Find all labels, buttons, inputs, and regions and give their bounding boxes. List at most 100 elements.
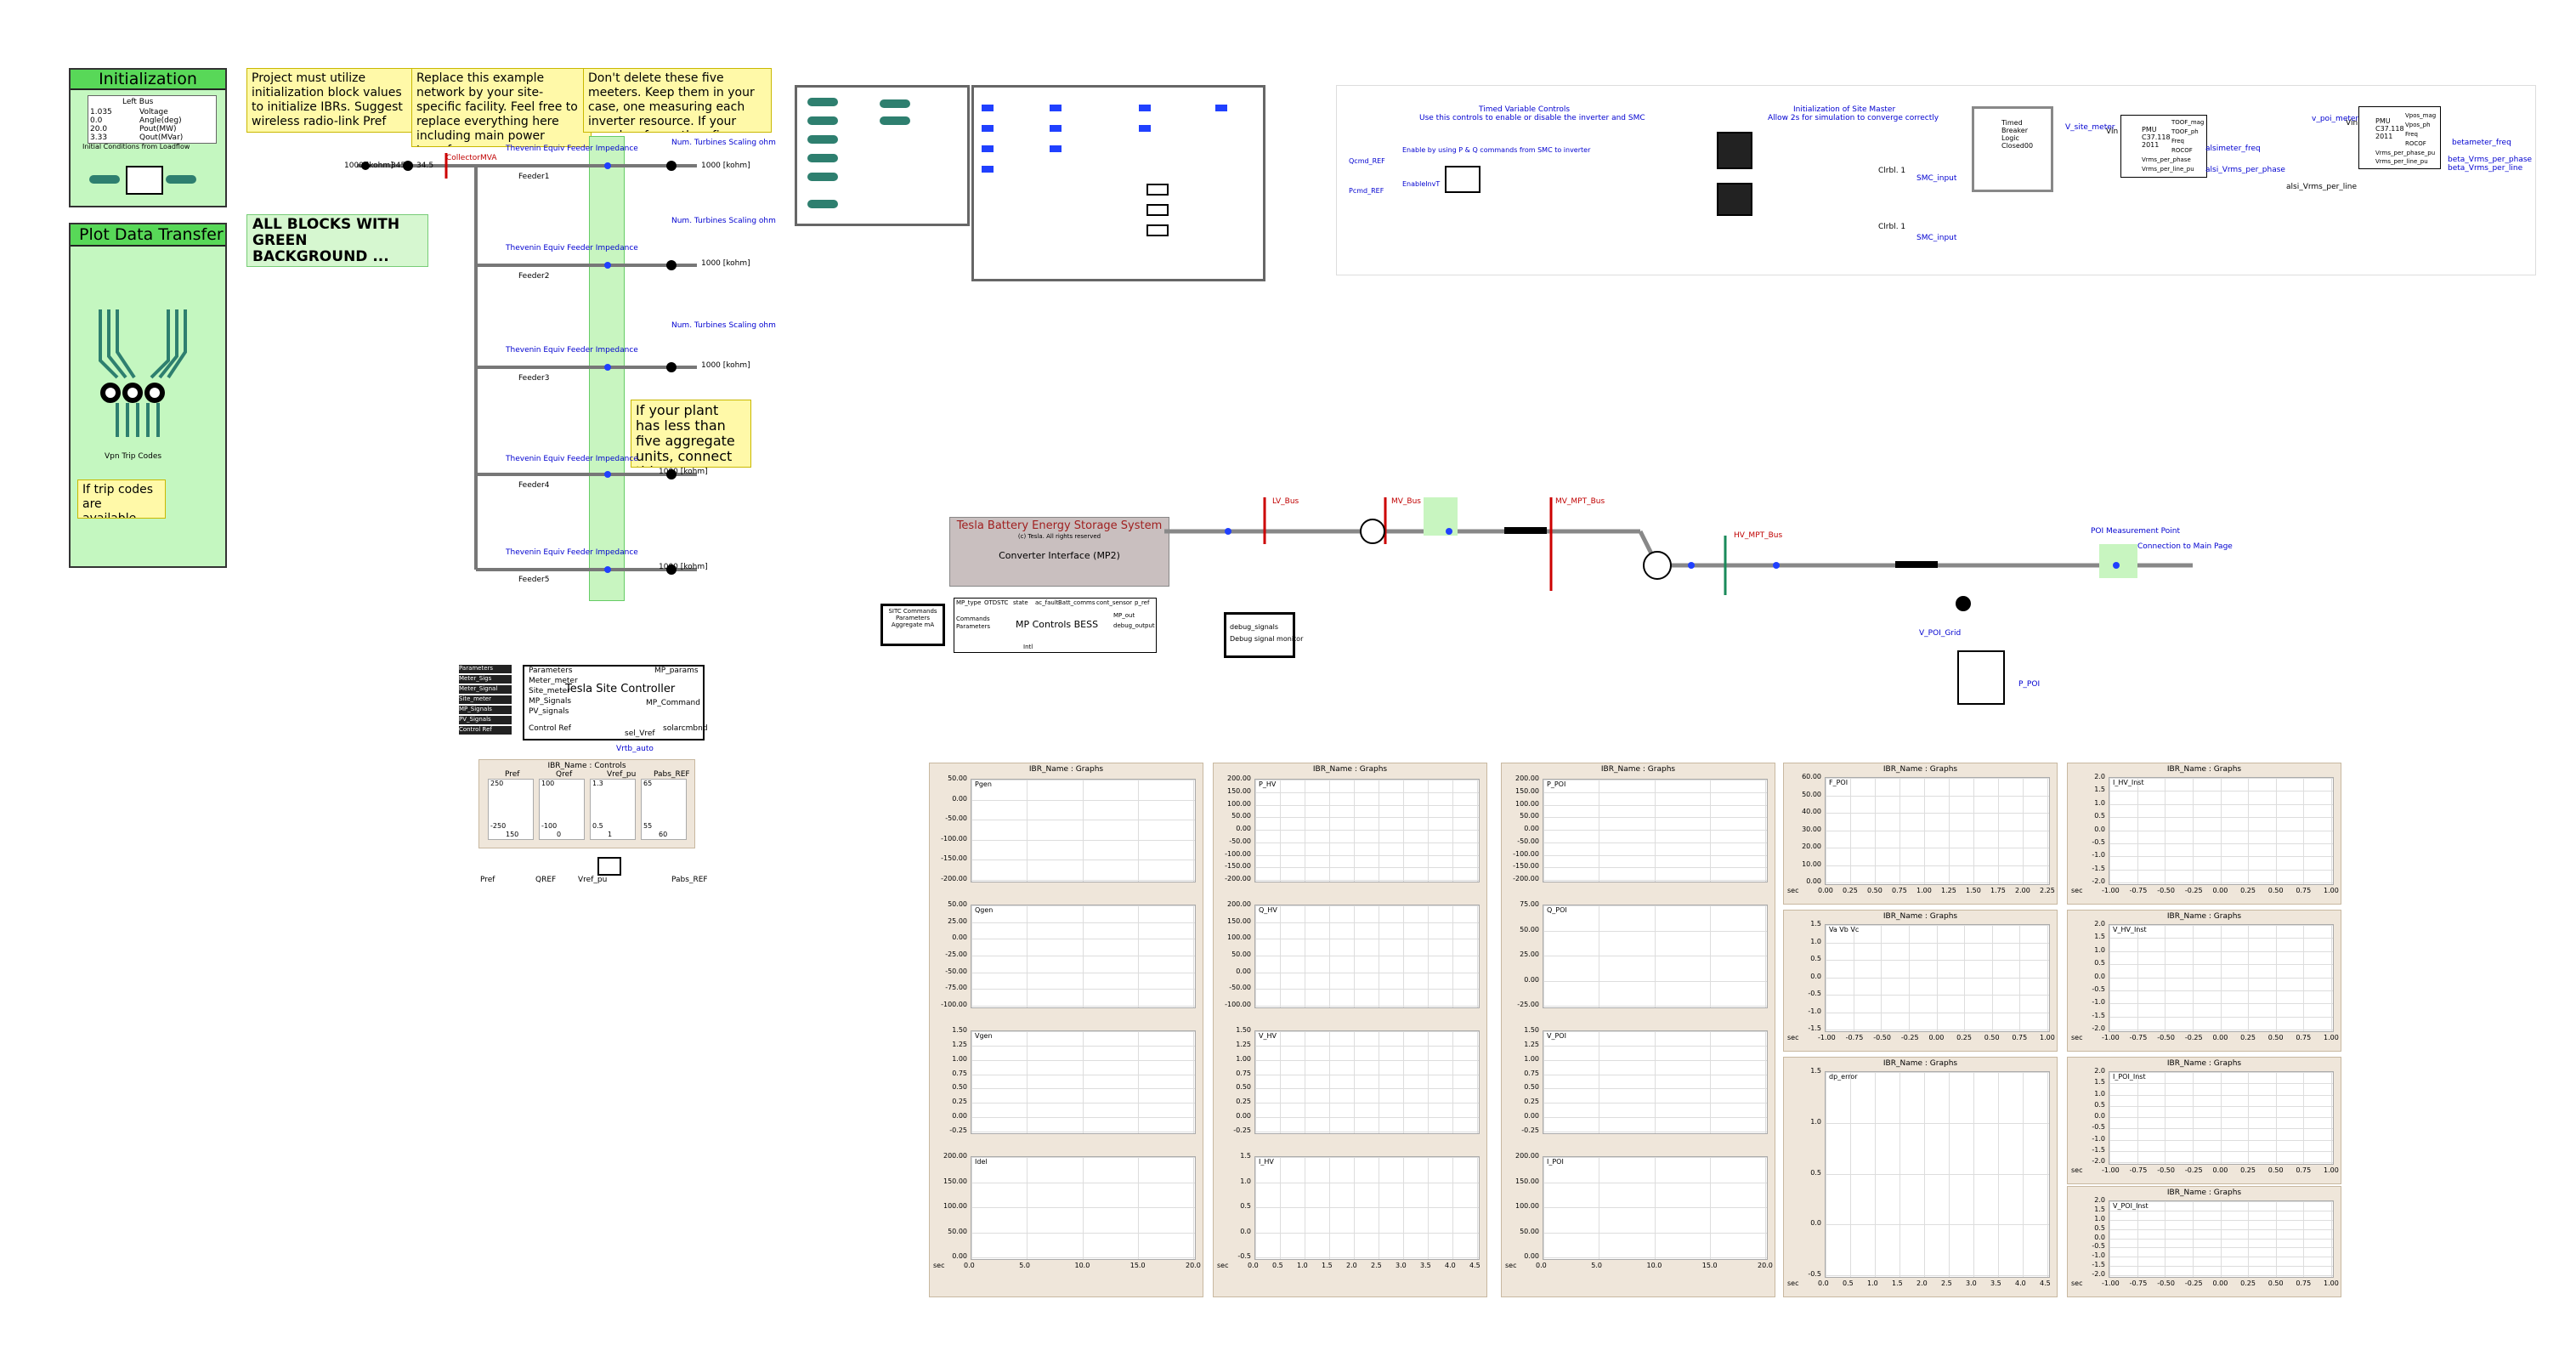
init-component-icon[interactable] — [166, 175, 196, 184]
graph-subplot[interactable]: Idel — [971, 1156, 1196, 1260]
grid-line — [1428, 1031, 1429, 1133]
slider-value: 0 — [557, 831, 562, 838]
grid-line — [2109, 843, 2333, 844]
input-tag[interactable]: Site_meter — [459, 695, 512, 704]
graph-subplot[interactable]: Q_POI — [1543, 905, 1768, 1008]
logic-block-1[interactable] — [1717, 132, 1752, 169]
grid-line — [1543, 1088, 1767, 1090]
y-tick-label: 20.00 — [1802, 843, 1821, 850]
debug-monitor-block[interactable]: debug_signals Debug signal monitor — [1224, 612, 1303, 658]
y-tick-label: 0.50 — [952, 1083, 967, 1092]
y-tick-label: -100.00 — [941, 1001, 967, 1008]
graph-subplot[interactable]: dp_error — [1825, 1071, 2050, 1278]
site-controller-block[interactable] — [523, 665, 705, 740]
y-tick-label: -1.0 — [2092, 851, 2105, 860]
v-poi-grid-label: V_POI_Grid — [1919, 629, 1962, 638]
graph-subplot[interactable]: I_HV — [1254, 1156, 1480, 1260]
graph-subplot[interactable]: Va Vb Vc — [1825, 924, 2050, 1032]
graph-subplot[interactable]: Vgen — [971, 1030, 1196, 1134]
feeder-name: Feeder3 — [518, 374, 550, 383]
qcmd-label: Qcmd_REF — [1349, 157, 1385, 165]
enable-block[interactable] — [1445, 166, 1480, 193]
control-ref-tag[interactable]: Control Ref — [459, 726, 512, 735]
initialization-panel[interactable]: Initialization Left Bus 1.035 Voltage 0.… — [69, 68, 227, 207]
vref-block[interactable] — [597, 857, 621, 876]
timed-breaker-block[interactable] — [1972, 106, 2053, 192]
pmu-output: TOOF_ph — [2171, 128, 2199, 135]
poi-meter-block[interactable] — [1957, 650, 2005, 705]
input-tag[interactable]: PV_Signals — [459, 716, 512, 724]
x-tick-label: 0.75 — [2296, 887, 2312, 894]
graph-subplot[interactable]: Q_HV — [1254, 905, 1480, 1008]
x-tick-label: 1.00 — [2324, 887, 2339, 894]
graph-subplot[interactable]: V_POI — [1543, 1030, 1768, 1134]
grid-line — [2109, 817, 2333, 819]
y-tick-label: 1.0 — [2094, 798, 2105, 807]
graph-subplot[interactable]: F_POI — [1825, 777, 2050, 885]
slider-pref[interactable]: 250 -250 150 — [488, 779, 534, 840]
bess-controls-block[interactable] — [954, 598, 1157, 653]
component-box-2[interactable] — [971, 85, 1265, 281]
grid-line — [1543, 804, 1767, 806]
graph-subplot[interactable]: I_POI_Inst — [2109, 1071, 2334, 1165]
graph-subplot[interactable]: P_POI — [1543, 779, 1768, 882]
pmu-block-2[interactable] — [2358, 106, 2441, 169]
x-tick-label: -0.75 — [2129, 887, 2148, 894]
collector-label: CollectorMVA — [446, 154, 497, 162]
logic-block-2[interactable] — [1717, 183, 1752, 216]
y-tick-label: -25.00 — [1517, 1001, 1539, 1008]
x-tick-label: 0.0 — [1818, 1279, 1829, 1287]
x-tick-label: -1.00 — [2102, 1279, 2120, 1287]
controls-panel[interactable]: IBR_Name : Controls Pref Qref Vref_pu Pa… — [478, 759, 695, 848]
controls-panel-title: IBR_Name : Controls — [547, 762, 626, 770]
input-tag[interactable]: Parameters — [459, 665, 512, 673]
grid-line — [1964, 925, 1966, 1031]
y-tick-label: 1.25 — [1236, 1040, 1251, 1048]
init-component-icon[interactable] — [89, 175, 120, 184]
x-tick-label: 0.25 — [2240, 1166, 2256, 1174]
y-tick-label: -50.00 — [945, 967, 967, 975]
y-tick-label: 150.00 — [1515, 786, 1539, 795]
graph-subplot[interactable]: P_HV — [1254, 779, 1480, 882]
graph-subplot[interactable]: V_POI_Inst — [2109, 1200, 2334, 1278]
graph-subplot[interactable]: I_POI — [1543, 1156, 1768, 1260]
pmu-output: ROCOF — [2405, 140, 2426, 147]
slider-qref[interactable]: 100 -100 0 — [539, 779, 585, 840]
input-tag[interactable]: Meter_Signal — [459, 685, 512, 694]
input-tag[interactable]: MP_Signals — [459, 706, 512, 714]
site-commands-block[interactable]: SITC Commands Parameters Aggregate mA — [880, 604, 945, 646]
init-block[interactable] — [126, 166, 163, 195]
graph-subplot[interactable]: V_HV — [1254, 1030, 1480, 1134]
signal-label: V_POI — [1547, 1032, 1566, 1040]
grid-line — [1765, 1157, 1766, 1259]
graph-subplot[interactable]: Pgen — [971, 779, 1196, 882]
pmu-block-1[interactable] — [2120, 115, 2207, 178]
grid-line — [1543, 1117, 1767, 1119]
grid-line — [1137, 1031, 1139, 1133]
graph-subplot[interactable]: I_HV_Inst — [2109, 777, 2334, 885]
slider-pabs[interactable]: 65 55 60 — [641, 779, 687, 840]
graph-subplot[interactable]: Qgen — [971, 905, 1196, 1008]
bess-converter-block[interactable]: Tesla Battery Energy Storage System (c) … — [949, 517, 1169, 587]
controller-port: Parameters — [529, 667, 573, 675]
grid-line — [1998, 778, 1999, 884]
grid-line — [2303, 778, 2305, 884]
plot-transfer-panel[interactable]: Plot Data Transfer to Vpn Trip Codes If … — [69, 223, 227, 568]
input-tag[interactable]: Meter_Sigs — [459, 675, 512, 684]
graph-subplot[interactable]: V_HV_Inst — [2109, 924, 2334, 1032]
signal-label: I_HV_Inst — [2113, 779, 2144, 786]
y-tick-label: -0.5 — [1808, 1270, 1821, 1278]
smc-input-label: SMC_input — [1916, 174, 1957, 183]
slider-vref[interactable]: 1.3 0.5 1 — [590, 779, 636, 840]
y-tick-label: -100.00 — [1225, 1001, 1251, 1008]
